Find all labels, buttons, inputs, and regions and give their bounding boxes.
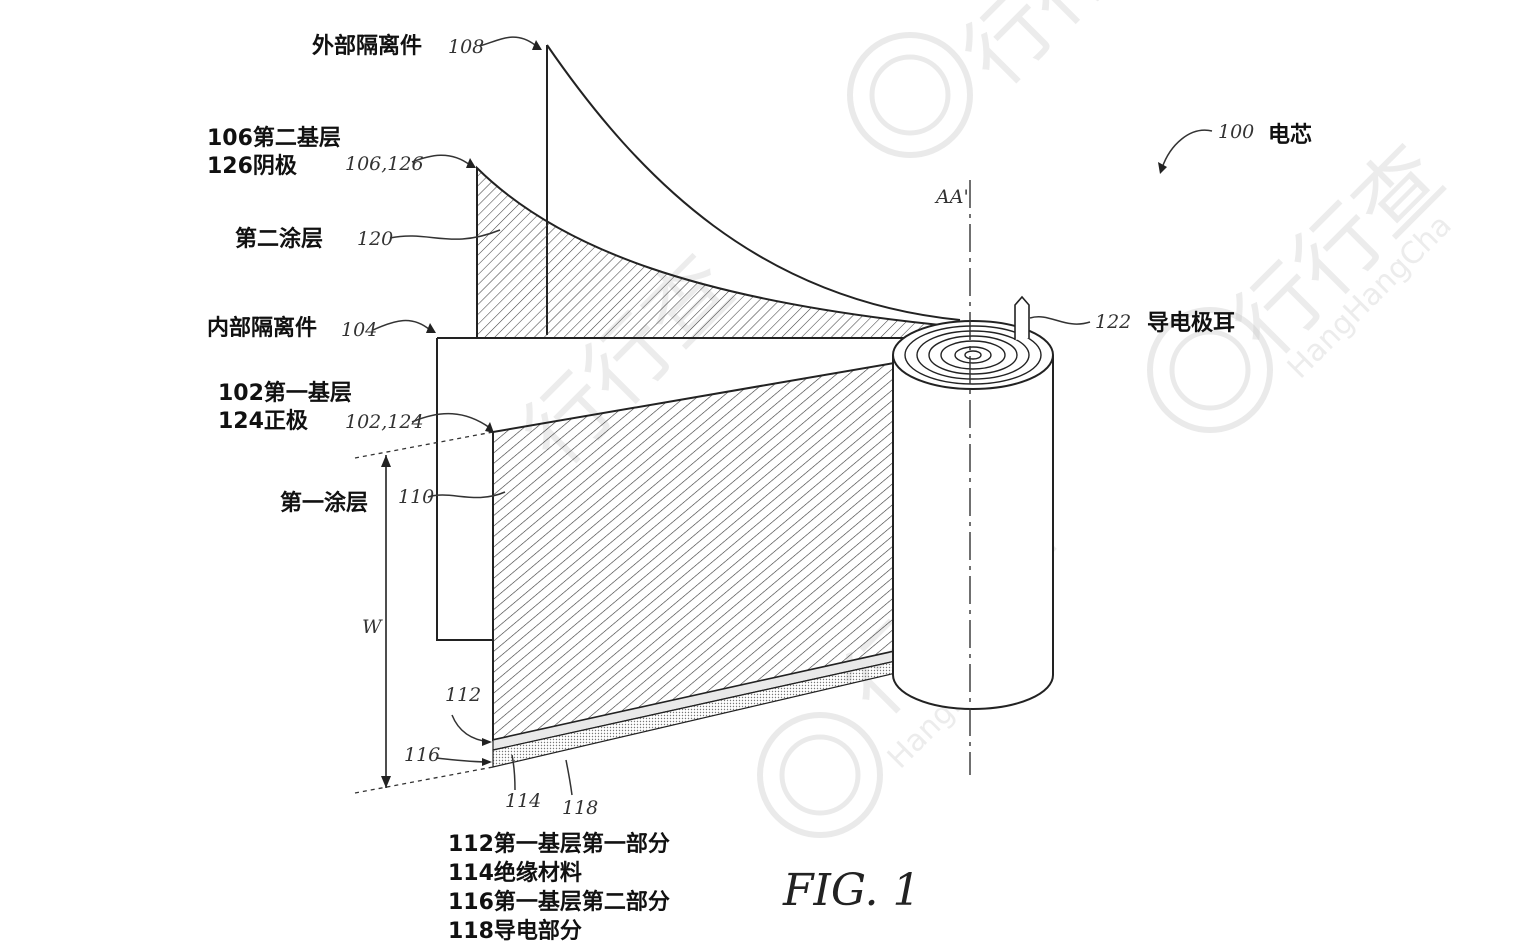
ref-122: 122 <box>1095 311 1131 333</box>
watermark-text-1: 行行查 <box>945 0 1192 104</box>
leader-114 <box>511 754 516 791</box>
ref-108: 108 <box>448 36 484 58</box>
leader-108 <box>479 36 536 47</box>
arrowhead-106 <box>466 158 476 168</box>
arrowhead-102 <box>485 422 494 433</box>
second-coating-sheet <box>476 165 941 339</box>
label-second-substrate: 106第二基层 <box>207 125 341 151</box>
leader-116 <box>435 757 491 763</box>
width-guide-bottom <box>354 766 494 794</box>
label-anode: 124正极 <box>218 409 309 434</box>
ref-114: 114 <box>505 790 541 812</box>
arrowhead-112 <box>482 738 492 746</box>
arrowhead-108 <box>532 40 542 50</box>
label-first-substrate: 102第一基层 <box>218 380 352 406</box>
width-arrow-top <box>381 455 391 467</box>
leader-104 <box>372 319 431 331</box>
leader-122 <box>1029 316 1091 325</box>
width-arrow-bottom <box>381 776 391 788</box>
ref-104: 104 <box>341 319 377 341</box>
leader-112 <box>451 714 491 743</box>
leader-120 <box>389 229 501 240</box>
leader-106 <box>411 154 471 166</box>
ref-118: 118 <box>562 797 598 819</box>
leader-102 <box>411 412 491 429</box>
ref-100: 100 <box>1218 121 1254 143</box>
leader-110 <box>427 491 506 499</box>
legend-118: 118导电部分 <box>448 918 582 944</box>
cell-roll <box>892 320 1054 710</box>
ref-width: W <box>362 616 383 638</box>
label-cell: 电芯 <box>1268 123 1312 148</box>
width-guide-top <box>354 431 494 459</box>
legend-112: 112第一基层第一部分 <box>448 831 670 857</box>
label-first-coating: 第一涂层 <box>280 490 368 516</box>
outer-separator-curve <box>546 44 961 321</box>
figure-caption: FIG. 1 <box>782 865 920 916</box>
legend-116: 116第一基层第二部分 <box>448 889 670 915</box>
arrowhead-116 <box>482 758 492 766</box>
ref-120: 120 <box>357 228 393 250</box>
ref-112: 112 <box>445 684 481 706</box>
conductive-tab <box>1014 295 1030 340</box>
ref-106-126: 106,126 <box>345 153 424 175</box>
label-tab: 导电极耳 <box>1147 311 1235 336</box>
ref-axis: AA' <box>934 186 969 208</box>
label-cathode: 126阴极 <box>207 154 298 179</box>
label-outer-separator: 外部隔离件 <box>312 33 422 59</box>
legend-114: 114绝缘材料 <box>448 860 582 886</box>
leader-118 <box>565 759 573 796</box>
ref-102-124: 102,124 <box>345 411 424 433</box>
inner-separator-sheet <box>436 337 920 641</box>
ref-110: 110 <box>398 486 434 508</box>
arrowhead-100 <box>1158 162 1167 174</box>
ref-116: 116 <box>404 744 440 766</box>
label-inner-separator: 内部隔离件 <box>207 315 317 341</box>
label-second-coating: 第二涂层 <box>235 226 323 252</box>
leader-100 <box>1161 129 1213 169</box>
arrowhead-104 <box>426 323 436 333</box>
